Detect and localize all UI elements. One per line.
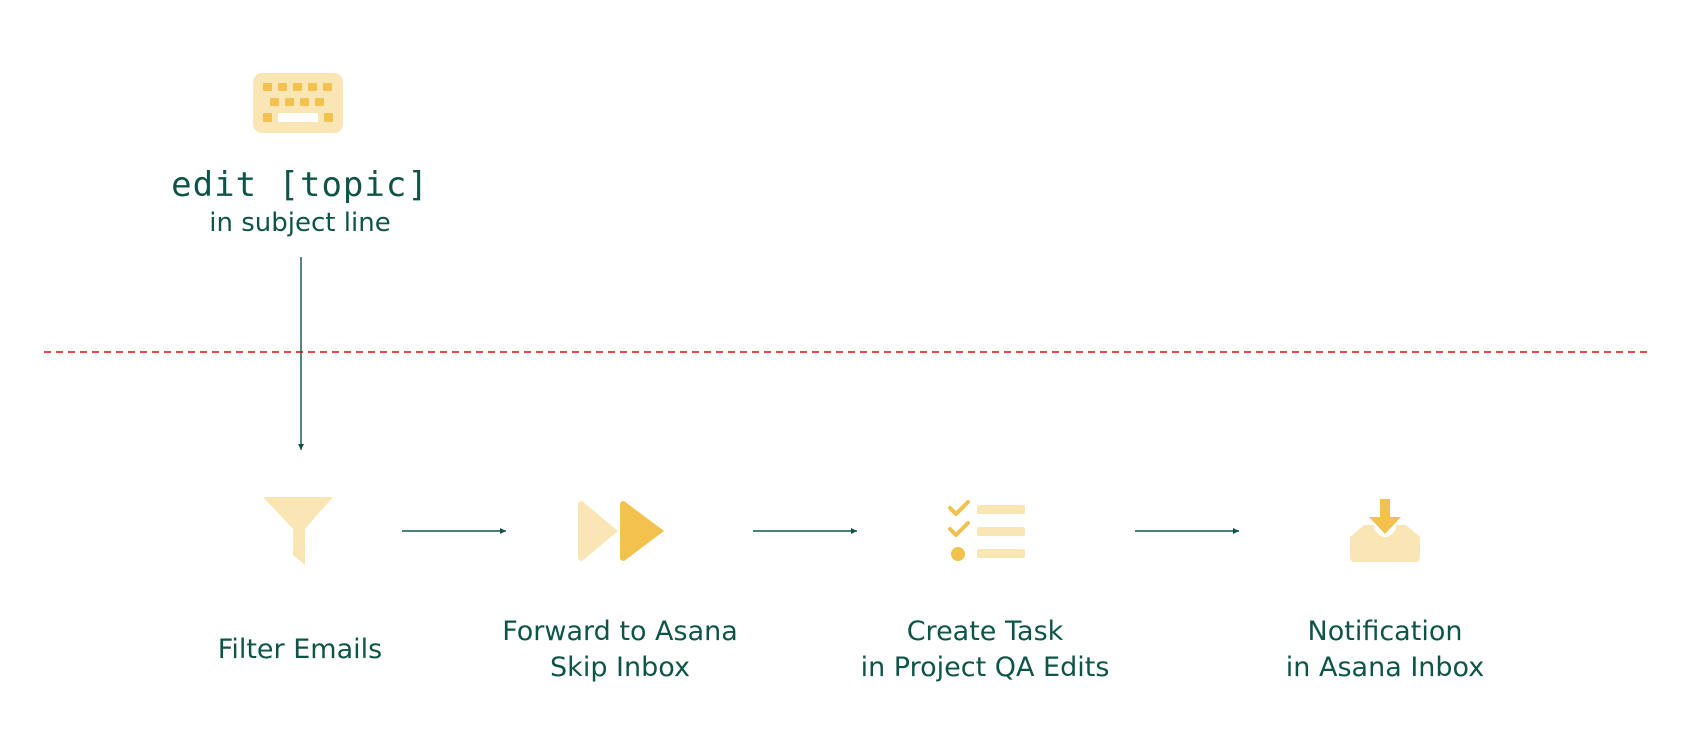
step-3-line-1: Create Task [906, 616, 1064, 647]
step-4-line-1: Notification [1307, 616, 1463, 647]
step-1-line-1: Filter Emails [217, 634, 383, 665]
step-2-label: Forward to Asana Skip Inbox [470, 614, 770, 686]
checklist-icon [948, 500, 1025, 561]
fast-forward-icon [578, 501, 664, 561]
step-4-label: Notification in Asana Inbox [1235, 614, 1535, 686]
trigger-command: edit [topic] [171, 165, 429, 205]
trigger-subtitle: in subject line [209, 208, 391, 238]
filter-funnel-icon [263, 497, 333, 565]
step-4-line-2: in Asana Inbox [1285, 652, 1485, 683]
step-3-line-2: in Project QA Edits [860, 652, 1110, 683]
step-2-line-1: Forward to Asana [502, 616, 738, 647]
keyboard-icon [253, 73, 343, 133]
step-1-label: Filter Emails [150, 632, 450, 668]
inbox-download-icon [1350, 499, 1420, 562]
step-2-line-2: Skip Inbox [550, 652, 690, 683]
step-3-label: Create Task in Project QA Edits [835, 614, 1135, 686]
